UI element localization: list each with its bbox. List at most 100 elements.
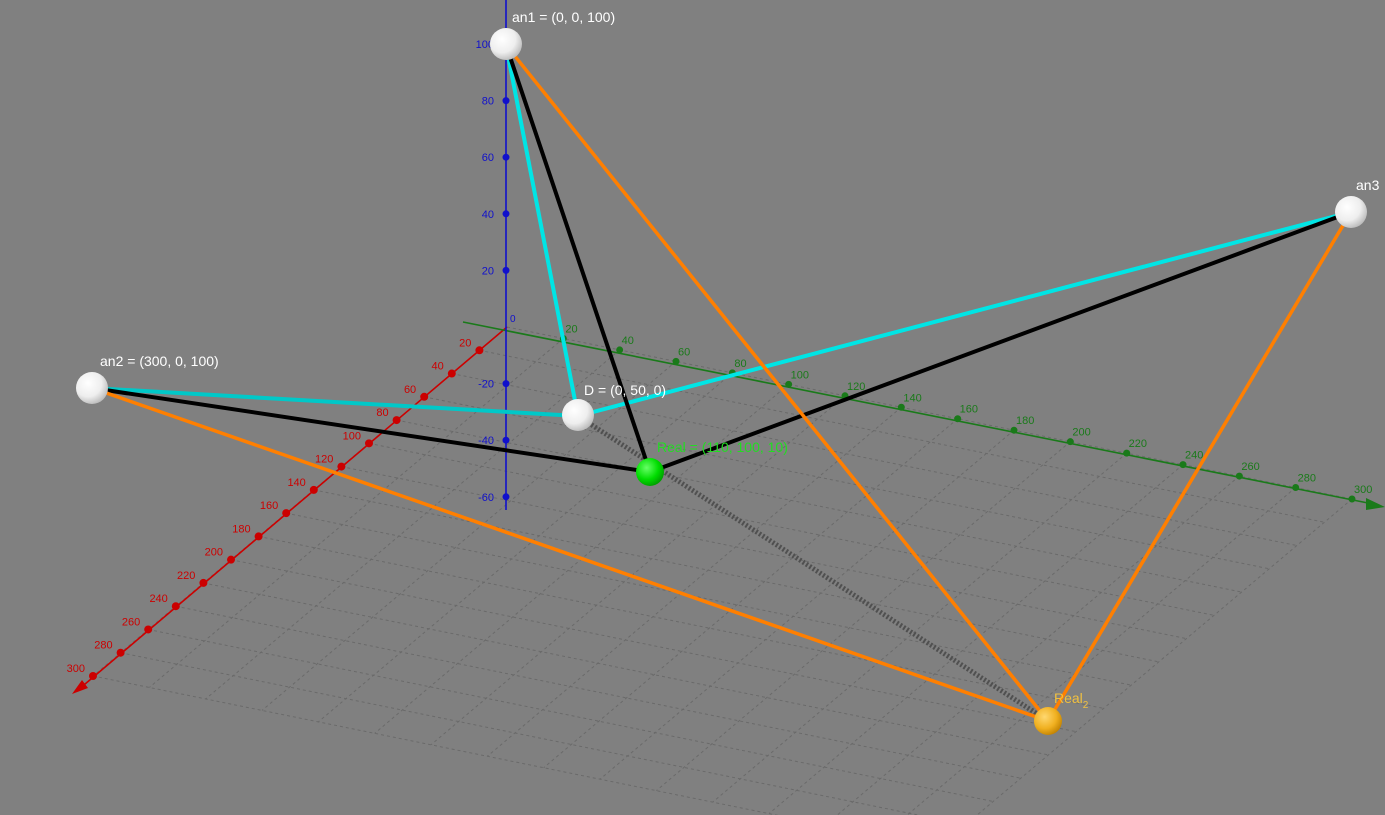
x-tick-marker (365, 439, 373, 448)
grid-line-y (149, 338, 564, 688)
segment-an2-D[interactable] (91, 386, 579, 418)
x-axis[interactable]: 2040608010012014016018020022024026028030… (67, 326, 508, 694)
y-axis-arrowhead (1366, 498, 1385, 510)
y-tick-label: 140 (903, 392, 921, 404)
x-tick-marker (309, 485, 318, 494)
label-real2-subscript: 2 (1083, 700, 1089, 711)
grid-line-y (599, 429, 1015, 780)
y-tick-label: 180 (1016, 415, 1034, 427)
segment-an1-D[interactable] (504, 44, 580, 417)
y-tick-marker (954, 415, 962, 423)
y-axis-line (462, 321, 1379, 506)
z-tick-label: 80 (482, 96, 494, 108)
point-D[interactable] (562, 399, 594, 431)
grid-line-y (836, 475, 1240, 815)
x-tick-label: 60 (404, 384, 416, 396)
x-tick-marker (116, 648, 125, 657)
z-tick-label: 100 (476, 39, 494, 51)
grid-line-y (976, 498, 1353, 815)
y-tick-label: 100 (791, 369, 809, 381)
y-tick-marker (897, 403, 905, 411)
y-tick-label: 260 (1241, 461, 1259, 473)
y-tick-label: 160 (960, 404, 978, 416)
z-tick-marker (502, 97, 510, 105)
segment-an1-real[interactable] (504, 44, 652, 473)
x-tick-label: 280 (94, 640, 112, 652)
x-tick-label: 200 (205, 547, 223, 559)
y-tick-marker (1292, 484, 1300, 492)
y-tick-label: 40 (622, 335, 634, 347)
z-tick-label: -40 (478, 435, 494, 447)
x-tick-label: 20 (459, 337, 471, 349)
x-tick-label: 180 (232, 523, 250, 535)
segment-an2-real2[interactable] (91, 386, 1049, 723)
segment-an3-real[interactable] (649, 210, 1352, 474)
segment-an3-D[interactable] (577, 210, 1352, 418)
z-tick-marker (502, 436, 510, 444)
x-tick-label: 240 (149, 593, 167, 605)
x-tick-label: 260 (122, 616, 140, 628)
x-tick-label: 40 (432, 361, 444, 373)
x-tick-label: 220 (177, 570, 195, 582)
segment-an2-real[interactable] (91, 386, 651, 474)
y-tick-label: 60 (678, 346, 690, 358)
grid-line-y (487, 406, 902, 757)
label-real2: Real2 (1054, 690, 1089, 711)
z-tick-marker (502, 493, 510, 501)
y-tick-marker (672, 357, 680, 365)
z-axis[interactable]: 100 80 60 40 20 -20 -40 -60 0 (476, 0, 516, 510)
y-axis[interactable]: 2040608010012014016018020022024026028030… (462, 321, 1385, 510)
y-tick-marker (1235, 472, 1243, 480)
x-tick-marker (171, 602, 180, 611)
orange-segments (91, 43, 1353, 723)
point-an1[interactable] (490, 28, 522, 60)
label-an1: an1 = (0, 0, 100) (512, 9, 615, 25)
z-tick-label: 60 (482, 152, 494, 164)
y-tick-label: 300 (1354, 484, 1372, 496)
z-tick-label: -20 (478, 379, 494, 391)
x-tick-marker (282, 509, 291, 518)
grid-line-y (656, 441, 1071, 792)
label-real: Real = (110, 100, 10) (657, 439, 788, 455)
point-an2[interactable] (76, 372, 108, 404)
x-tick-marker (447, 369, 456, 378)
segment-an1-real2[interactable] (504, 43, 1050, 723)
z-tick-label: 40 (482, 209, 494, 221)
black-segments (91, 44, 1352, 474)
x-tick-marker (89, 672, 97, 680)
x-tick-marker (420, 392, 429, 401)
point-real[interactable] (636, 458, 664, 486)
y-tick-label: 20 (565, 323, 577, 335)
y-tick-marker (1123, 449, 1131, 457)
z-tick-label: -60 (478, 492, 494, 504)
y-tick-marker (1348, 495, 1356, 503)
z-tick-marker (502, 153, 510, 161)
label-an2: an2 = (300, 0, 100) (100, 353, 219, 369)
segment-an3-real2[interactable] (1046, 211, 1353, 722)
y-tick-label: 80 (734, 358, 746, 370)
y-tick-marker (1179, 461, 1187, 469)
x-tick-marker (227, 555, 235, 564)
z-tick-marker (502, 380, 510, 388)
label-an3: an3 (1356, 177, 1380, 193)
z-axis-ticks: 100 80 60 40 20 -20 -40 -60 (476, 39, 510, 504)
grid-line-y (712, 452, 1127, 803)
point-real2[interactable] (1034, 707, 1062, 735)
y-tick-label: 240 (1185, 450, 1203, 462)
point-an3[interactable] (1335, 196, 1367, 228)
x-tick-marker (144, 625, 153, 634)
y-tick-marker (785, 380, 793, 388)
origin-label: 0 (510, 314, 516, 325)
grid-line-y (906, 487, 1296, 815)
grid-line-y (261, 361, 677, 711)
cyan-segments (91, 44, 1352, 418)
label-real2-main: Real (1054, 690, 1083, 706)
y-tick-marker (616, 346, 624, 354)
y-tick-marker (1066, 438, 1074, 446)
grid-line-y (430, 395, 846, 746)
z-tick-label: 20 (482, 265, 494, 277)
x-axis-arrowhead (72, 680, 88, 694)
x-tick-label: 120 (315, 454, 333, 466)
